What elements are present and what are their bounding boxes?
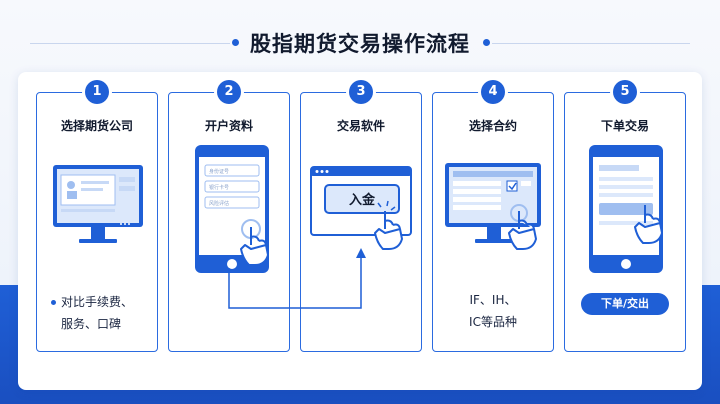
software-window-icon: 入金 <box>310 166 412 250</box>
phone-form-icon: 身份证号 银行卡号 风险评估 <box>195 145 269 273</box>
step-description: 对比手续费、 服务、口碑 <box>51 291 133 335</box>
step-title: 交易软件 <box>336 119 385 133</box>
deposit-button-label: 入金 <box>349 192 376 208</box>
step-number-5: 5 <box>613 80 637 104</box>
step-title: 选择期货公司 <box>60 119 133 133</box>
step-card-4: 选择合约 IF、IH、 IC等品种 <box>432 92 554 352</box>
title-line-left <box>30 43 230 44</box>
title-dot-right <box>483 39 490 46</box>
order-submit-button[interactable]: 下单/交出 <box>581 293 669 315</box>
step-number-4: 4 <box>481 80 505 104</box>
step-card-2: 开户资料 身份证号 银行卡号 风险评估 <box>168 92 290 352</box>
step-card-1: 选择期货公司 对比手续费、 服务、口碑 <box>36 92 158 352</box>
step-title: 选择合约 <box>468 119 517 133</box>
contract-monitor-icon <box>445 163 541 250</box>
phone-order-icon <box>589 145 663 273</box>
bullet-dot <box>51 300 56 305</box>
step-card-3: 交易软件 入金 <box>300 92 422 352</box>
step-number-1: 1 <box>85 80 109 104</box>
step-title: 开户资料 <box>204 119 253 133</box>
step-number-3: 3 <box>349 80 373 104</box>
step-description: IF、IH、 IC等品种 <box>469 293 517 329</box>
page-title: 股指期货交易操作流程 <box>250 32 470 56</box>
form-field-1: 身份证号 <box>209 168 229 175</box>
step-number-2: 2 <box>217 80 241 104</box>
step-title: 下单交易 <box>600 119 649 133</box>
monitor-icon <box>53 165 143 243</box>
title-dot-left <box>232 39 239 46</box>
step-card-5: 下单交易 下单/交出 <box>564 92 686 352</box>
form-field-3: 风险评估 <box>209 200 229 207</box>
title-line-right <box>492 43 690 44</box>
form-field-2: 银行卡号 <box>209 184 229 191</box>
